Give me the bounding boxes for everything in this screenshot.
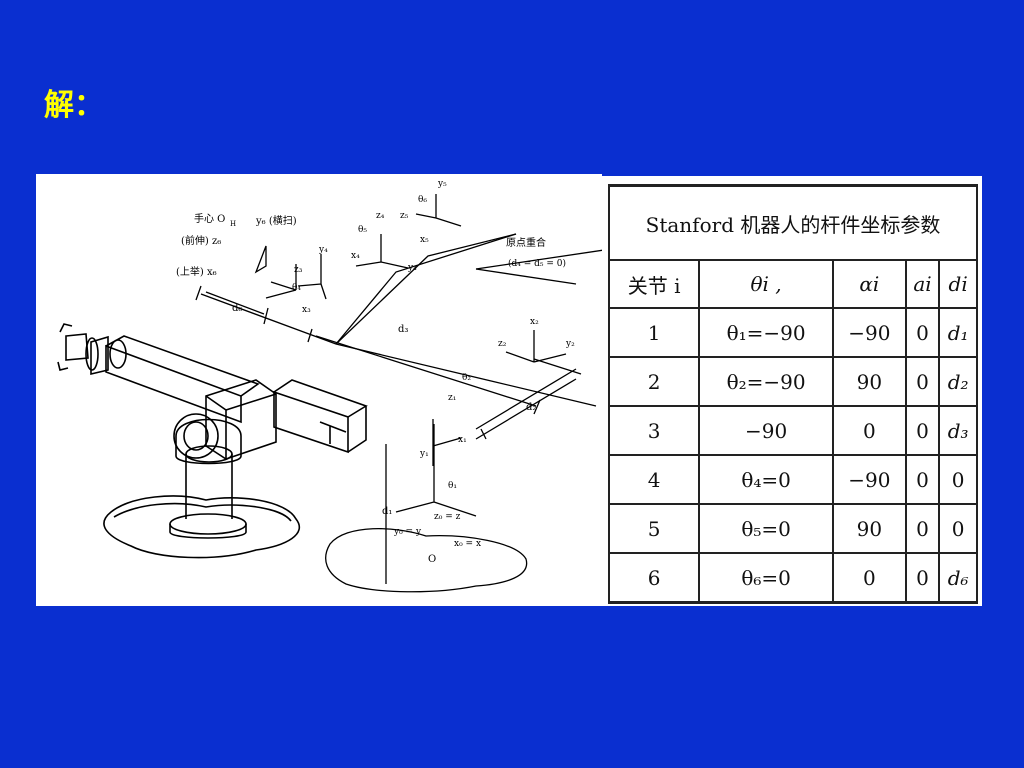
label-y0: y₀ = y — [393, 527, 422, 537]
label-z1: z₁ — [448, 393, 456, 403]
header-alpha: αi — [831, 259, 907, 309]
label-z3: z₃ — [294, 265, 303, 275]
cell-d: d₃ — [938, 405, 978, 456]
cell-alpha: 0 — [831, 405, 907, 456]
cell-a: 0 — [904, 503, 941, 554]
cell-joint: 2 — [607, 356, 701, 407]
label-theta4: θ₄ — [292, 283, 301, 293]
robot-arm-drawing — [57, 323, 368, 559]
dh-parameter-panel: Stanford 机器人的杆件坐标参数 关节 i θi , αi ai di 1… — [602, 176, 982, 606]
label-theta6: θ₆ — [418, 195, 427, 205]
label-y1: y₁ — [419, 449, 429, 459]
cell-joint: 4 — [607, 454, 701, 505]
cell-alpha: 0 — [831, 552, 907, 604]
label-z4: z₄ — [376, 211, 385, 221]
cell-a: 0 — [904, 454, 941, 505]
cell-joint: 3 — [607, 405, 701, 456]
label-x4: x₄ — [351, 251, 360, 261]
cell-theta: θ₅=0 — [698, 503, 834, 554]
table-row: 6 θ₆=0 0 0 d₆ — [607, 552, 978, 604]
label-z5: z₅ — [400, 211, 409, 221]
cell-a: 0 — [904, 356, 941, 407]
cell-alpha: −90 — [831, 307, 907, 358]
table-row: 1 θ₁=−90 −90 0 d₁ — [607, 307, 978, 358]
slide-title: 解： — [44, 88, 104, 123]
table-row: 3 −90 0 0 d₃ — [607, 405, 978, 456]
label-theta2: θ₂ — [462, 373, 471, 383]
table-row: 5 θ₅=0 90 0 0 — [607, 503, 978, 554]
label-y2: y₂ — [565, 339, 575, 349]
header-joint: 关节 i — [607, 259, 701, 309]
table-row: 2 θ₂=−90 90 0 d₂ — [607, 356, 978, 407]
label-origin-o: O — [428, 554, 436, 565]
label-theta5: θ₅ — [358, 225, 367, 235]
label-x5: x₅ — [420, 235, 429, 245]
cell-theta: −90 — [698, 405, 834, 456]
table-caption: Stanford 机器人的杆件坐标参数 — [608, 184, 978, 261]
cell-alpha: 90 — [831, 503, 907, 554]
label-y6-sweep: y₆ (横扫) — [255, 214, 297, 227]
cell-theta: θ₄=0 — [698, 454, 834, 505]
figure-labels: 手心 O H y₆ (横扫) (前伸) z₆ (上举) x₆ y₄ z₃ θ₄ … — [176, 179, 575, 565]
cell-joint: 5 — [607, 503, 701, 554]
cell-d: 0 — [938, 454, 978, 505]
label-y5: y₅ — [437, 179, 447, 189]
robot-figure: 手心 O H y₆ (横扫) (前伸) z₆ (上举) x₆ y₄ z₃ θ₄ … — [36, 174, 602, 606]
header-a: ai — [904, 259, 941, 309]
label-theta1: θ₁ — [448, 481, 457, 491]
label-x3: x₃ — [302, 305, 311, 315]
label-x1: x₁ — [458, 435, 467, 445]
label-y4: y₄ — [318, 245, 328, 255]
cell-theta: θ₆=0 — [698, 552, 834, 604]
label-d1: d₁ — [382, 506, 392, 517]
header-theta: θi , — [698, 259, 834, 309]
cell-joint: 6 — [607, 552, 701, 604]
dh-parameter-table: Stanford 机器人的杆件坐标参数 关节 i θi , αi ai di 1… — [607, 184, 978, 604]
cell-theta: θ₁=−90 — [698, 307, 834, 358]
table-header-row: 关节 i θi , αi ai di — [607, 259, 978, 309]
label-z0: z₀ = z — [434, 512, 461, 522]
label-z6-extend: (前伸) z₆ — [181, 234, 221, 247]
label-x6-lift: (上举) x₆ — [176, 265, 217, 278]
cell-d: d₆ — [938, 552, 978, 604]
table-row: 4 θ₄=0 −90 0 0 — [607, 454, 978, 505]
label-origin-coincide: 原点重合 — [506, 236, 546, 249]
label-z2: z₂ — [498, 339, 507, 349]
cell-d: d₂ — [938, 356, 978, 407]
cell-joint: 1 — [607, 307, 701, 358]
label-d6: d₆ — [232, 303, 242, 314]
cell-a: 0 — [904, 405, 941, 456]
coordinate-frames — [195, 194, 602, 593]
cell-d: d₁ — [938, 307, 978, 358]
cell-a: 0 — [904, 307, 941, 358]
cell-d: 0 — [938, 503, 978, 554]
label-x2: x₂ — [530, 317, 539, 327]
label-origin-eq: (d₄ = d₅ = 0) — [508, 258, 566, 269]
label-d3: d₃ — [398, 324, 408, 335]
cell-theta: θ₂=−90 — [698, 356, 834, 407]
label-d2: d₂ — [526, 402, 536, 413]
cell-alpha: −90 — [831, 454, 907, 505]
label-hand-center-sub: H — [230, 220, 236, 228]
label-hand-center: 手心 O — [194, 212, 225, 225]
label-y4b: y₄ — [407, 263, 417, 273]
label-x0: x₀ = x — [454, 539, 481, 549]
header-d: di — [938, 259, 978, 309]
cell-alpha: 90 — [831, 356, 907, 407]
cell-a: 0 — [904, 552, 941, 604]
